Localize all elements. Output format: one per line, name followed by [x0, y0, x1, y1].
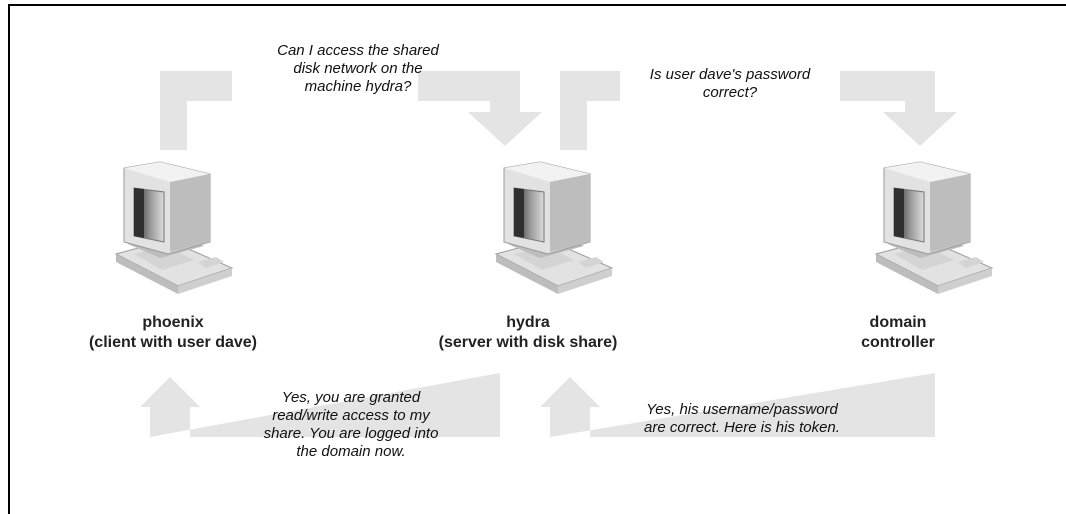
- monitor-side: [550, 174, 590, 252]
- monitor-screen-shade: [514, 188, 524, 238]
- computer-icon-domain-controller: [874, 161, 994, 294]
- message-access-granted: Yes, you are granted read/write access t…: [263, 389, 439, 460]
- monitor-top: [124, 162, 210, 182]
- keyboard-keypad: [198, 257, 224, 268]
- monitor-screen-shade: [894, 188, 904, 238]
- password-check-arrow-down: [840, 71, 957, 146]
- request-arrow-down: [418, 71, 542, 146]
- request-arrow: [160, 71, 232, 150]
- keyboard-side: [558, 268, 612, 294]
- keyboard-keypad: [578, 257, 604, 268]
- monitor-side: [170, 174, 210, 252]
- keyboard-front: [876, 254, 938, 294]
- node-label-phoenix: phoenix (client with user dave): [88, 314, 258, 351]
- keyboard-front: [116, 254, 178, 294]
- message-access-request: Can I access the shared disk network on …: [277, 42, 439, 95]
- monitor-side: [930, 174, 970, 252]
- monitor-top: [884, 162, 970, 182]
- keyboard-front: [496, 254, 558, 294]
- keyboard-side: [938, 268, 992, 294]
- password-check-arrow: [560, 71, 620, 150]
- message-token-reply: Yes, his username/password are correct. …: [644, 401, 840, 436]
- message-password-check: Is user dave's password correct?: [649, 66, 811, 101]
- keyboard-keypad: [958, 257, 984, 268]
- frame-left-border: [8, 4, 10, 514]
- access-granted-arrow: [140, 373, 500, 437]
- monitor-screen-shade: [134, 188, 144, 238]
- node-label-hydra: hydra (server with disk share): [438, 314, 618, 351]
- keyboard-side: [178, 268, 232, 294]
- computer-icon-phoenix: [114, 161, 234, 294]
- frame-top-border: [8, 4, 1066, 6]
- computer-icon-hydra: [494, 161, 614, 294]
- monitor-top: [504, 162, 590, 182]
- token-reply-arrow: [540, 373, 935, 437]
- node-label-domain-controller: domain controller: [861, 314, 935, 351]
